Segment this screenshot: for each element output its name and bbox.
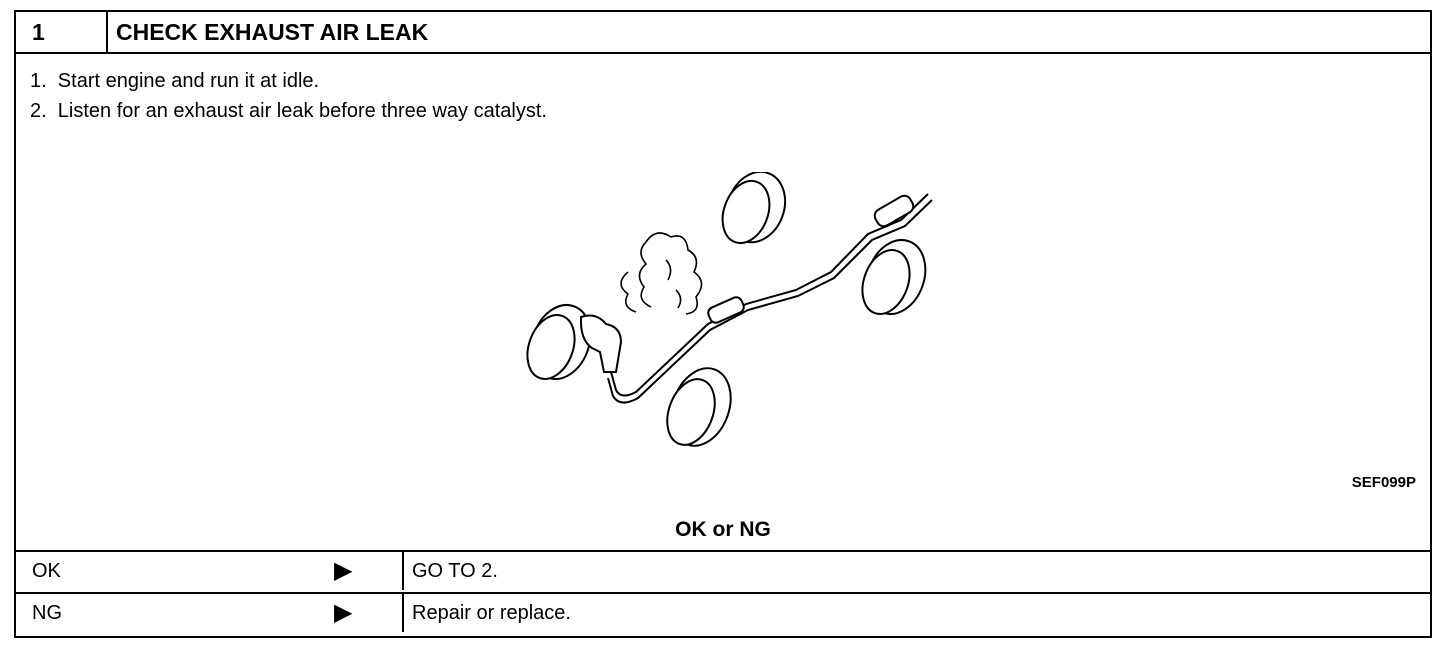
arrow-icon: ▶ bbox=[334, 599, 353, 626]
result-row-ok: OK ▶ GO TO 2. bbox=[16, 550, 1430, 590]
arrow-icon: ▶ bbox=[334, 557, 353, 584]
result-action: GO TO 2. bbox=[412, 560, 498, 582]
instruction-item: 2. Listen for an exhaust air leak before… bbox=[30, 100, 547, 122]
step-header: 1 CHECK EXHAUST AIR LEAK bbox=[16, 12, 1430, 54]
instruction-item: 1. Start engine and run it at idle. bbox=[30, 70, 320, 92]
wheel-rear-left bbox=[721, 172, 787, 244]
exhaust-leak-smoke bbox=[620, 232, 703, 315]
result-action: Repair or replace. bbox=[412, 602, 571, 624]
figure-code: SEF099P bbox=[1351, 474, 1416, 491]
result-label: NG bbox=[32, 602, 62, 624]
wheel-front-left bbox=[526, 304, 592, 380]
step-title: CHECK EXHAUST AIR LEAK bbox=[116, 19, 429, 45]
catalyst bbox=[707, 296, 745, 324]
column-divider bbox=[402, 594, 404, 632]
wheel-front-right bbox=[666, 367, 732, 447]
result-row-ng: NG ▶ Repair or replace. bbox=[16, 592, 1430, 632]
exhaust-pipe bbox=[607, 193, 933, 404]
result-label: OK bbox=[32, 560, 61, 582]
inspection-sheet: 1 CHECK EXHAUST AIR LEAK 1. Start engine… bbox=[14, 10, 1432, 638]
result-question: OK or NG bbox=[675, 518, 771, 541]
exhaust-manifold bbox=[579, 314, 623, 373]
muffler bbox=[873, 194, 915, 228]
step-number: 1 bbox=[16, 12, 108, 52]
exhaust-system-illustration bbox=[526, 172, 933, 447]
instruction-list: 1. Start engine and run it at idle. 2. L… bbox=[30, 66, 547, 126]
wheel-rear-right bbox=[861, 239, 927, 315]
column-divider bbox=[402, 552, 404, 590]
